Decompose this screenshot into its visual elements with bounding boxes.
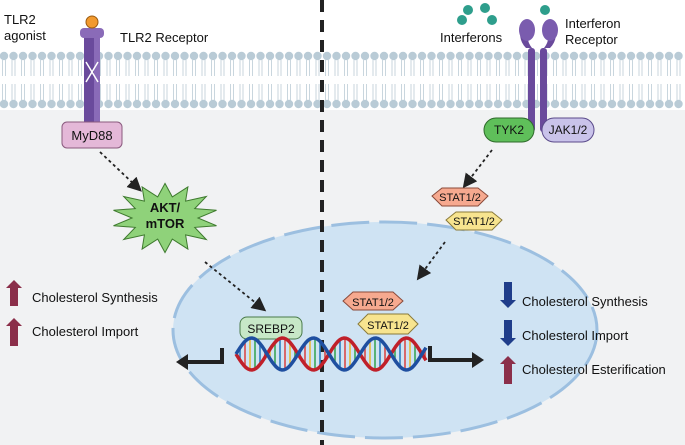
left-outcome-2: Cholesterol Import [6, 318, 139, 346]
jak-box [541, 117, 595, 143]
ifn-receptor-label-2: Receptor [565, 32, 618, 47]
stat-nuc-a [342, 291, 404, 311]
tlr2-agonist-icon [85, 15, 99, 29]
tyk2-box [483, 117, 535, 143]
right-outcome-2: Cholesterol Import [500, 320, 629, 346]
right-outcome-3-label: Cholesterol Esterification [522, 362, 666, 377]
left-outcome-1: Cholesterol Synthesis [6, 280, 158, 306]
arrow-myd88-akt [99, 151, 142, 192]
up-arrow-icon [500, 356, 516, 384]
stat-nuc-b-label: STAT1/2 [367, 320, 409, 332]
ifn-receptor-label-1: Interferon [565, 16, 621, 31]
tlr2-receptor [80, 28, 104, 145]
srebp2-box [239, 316, 303, 340]
myd88-label: MyD88 [71, 128, 112, 143]
left-transcription-arrow [182, 348, 224, 364]
jak-label: JAK1/2 [549, 123, 588, 137]
stat-nuc-b [357, 313, 419, 335]
right-outcome-1: Cholesterol Synthesis [500, 282, 648, 309]
stat-cyto-b-label: STAT1/2 [453, 216, 495, 228]
cell-membrane [0, 40, 685, 110]
arrow-akt-srebp2 [204, 261, 267, 312]
right-transcription-arrowhead [472, 352, 484, 368]
stat-cyto-a [431, 187, 489, 207]
left-outcome-2-label: Cholesterol Import [32, 324, 139, 339]
up-arrow-icon [6, 318, 22, 346]
stat-cyto-a-label: STAT1/2 [439, 192, 481, 204]
left-transcription-arrowhead [176, 354, 188, 370]
tyk2-label: TYK2 [494, 123, 524, 137]
arrow-stat-nucleus [416, 241, 446, 281]
dna-helix [234, 336, 428, 372]
akt-mtor-burst [113, 182, 217, 254]
srebp2-label: SREBP2 [247, 322, 295, 336]
interferon-ligands [457, 3, 550, 25]
interferons-label: Interferons [440, 30, 503, 45]
down-arrow-icon [500, 320, 516, 346]
stat-nuc-a-label: STAT1/2 [352, 297, 394, 309]
right-outcome-2-label: Cholesterol Import [522, 328, 629, 343]
up-arrow-icon [6, 280, 22, 306]
akt-label-2: mTOR [146, 216, 185, 231]
agonist-label-1: TLR2 [4, 12, 36, 27]
myd88-box [61, 121, 123, 149]
right-transcription-arrow [428, 346, 478, 362]
tlr2-receptor-label: TLR2 Receptor [120, 30, 209, 45]
interferon-receptor [519, 19, 558, 132]
arrow-receptor-stat [462, 149, 493, 189]
stat-cyto-b [445, 211, 503, 231]
nuclear-envelope [171, 220, 599, 440]
right-outcome-3: Cholesterol Esterification [500, 356, 666, 384]
down-arrow-icon [500, 282, 516, 308]
left-outcome-1-label: Cholesterol Synthesis [32, 290, 158, 305]
akt-label-1: AKT/ [150, 200, 181, 215]
right-outcome-1-label: Cholesterol Synthesis [522, 294, 648, 309]
agonist-label-2: agonist [4, 28, 46, 43]
